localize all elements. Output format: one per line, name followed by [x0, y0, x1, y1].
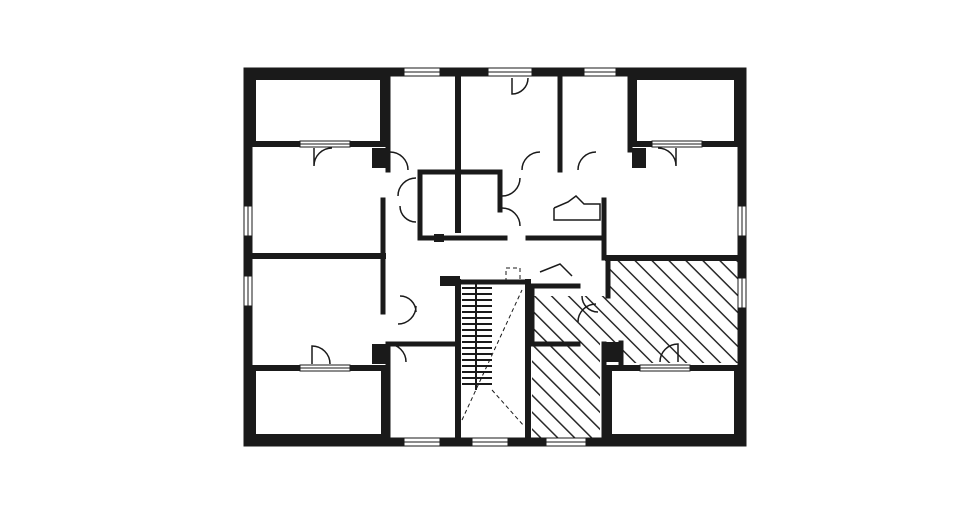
window-top-1 [403, 67, 441, 77]
door-right-lower [659, 343, 679, 363]
window-bottom-3 [545, 437, 587, 447]
highlighted-unit-lower [532, 296, 600, 438]
door-right-upper [657, 147, 677, 167]
door-top-center [511, 77, 529, 95]
column-right-upper [632, 148, 646, 168]
windows [243, 67, 747, 447]
room-bottom-left [250, 365, 387, 440]
window-room-tr [651, 140, 703, 148]
window-top-3 [583, 67, 617, 77]
door-hall-nw-3 [399, 205, 417, 223]
highlighted-unit-right [578, 258, 741, 363]
void-markers [461, 267, 525, 427]
walls [243, 67, 747, 447]
door-hall-ne-4 [501, 207, 521, 227]
window-bottom-2 [471, 437, 509, 447]
column-right-lower [602, 342, 622, 362]
door-hall-se-3 [601, 343, 621, 363]
door-hall-sw-2 [397, 305, 417, 325]
doors [311, 77, 679, 365]
window-top-2 [487, 67, 533, 77]
room-top-left [250, 74, 386, 147]
column-left-lower [372, 344, 386, 364]
window-left-1 [243, 205, 253, 237]
window-room-bl [299, 364, 351, 372]
column-stair-top [440, 276, 460, 286]
room-bottom-right [606, 365, 740, 440]
door-hall-ne-3 [501, 177, 521, 197]
door-hall-nw-2 [397, 177, 417, 197]
column-core-bottom [434, 234, 444, 242]
door-hall-se-2 [577, 303, 597, 323]
column-left-upper [372, 148, 386, 168]
door-hall-nw-1 [389, 151, 409, 171]
room-top-right [631, 74, 740, 147]
door-hall-ne-2 [577, 151, 597, 171]
door-hall-sw-1 [399, 295, 417, 313]
window-right-2 [737, 277, 747, 309]
highlighted-unit-areas [532, 258, 741, 438]
window-bottom-1 [403, 437, 441, 447]
door-entry-sw [539, 263, 573, 277]
door-left-upper [313, 147, 333, 167]
window-right-1 [737, 205, 747, 237]
door-left-lower [311, 345, 331, 365]
window-room-br [639, 364, 691, 372]
columns [372, 148, 646, 364]
door-hall-sw-3 [387, 343, 407, 363]
door-right-hall-box [553, 195, 601, 221]
door-hall-ne-1 [521, 151, 541, 171]
window-left-2 [243, 275, 253, 307]
window-room-tl [299, 140, 351, 148]
